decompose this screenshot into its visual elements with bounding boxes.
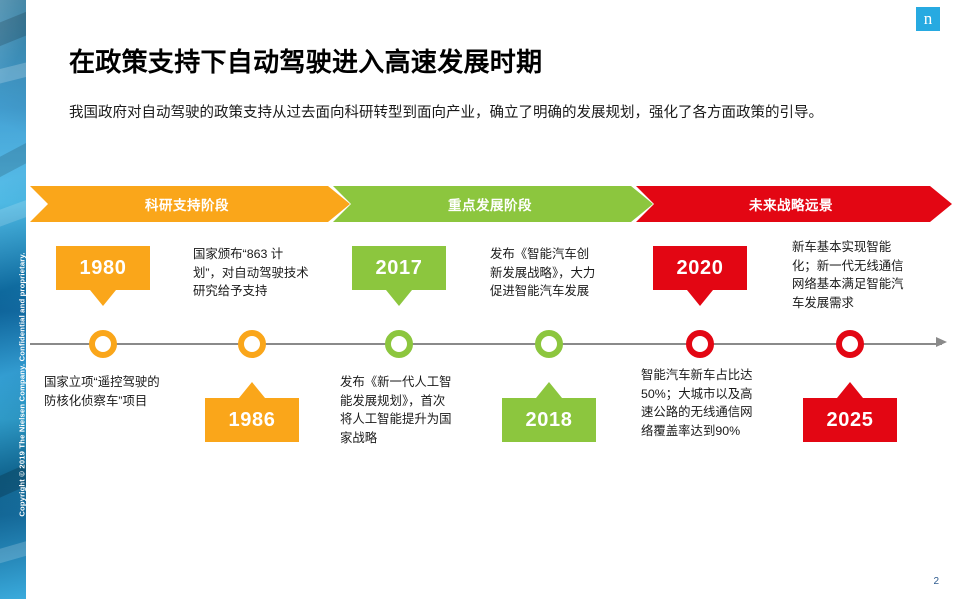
timeline-note-1980: 国家立项“遥控驾驶的防核化侦察车”项目 <box>44 375 160 408</box>
timeline-node-2017[interactable] <box>385 330 413 358</box>
year-callout-1986[interactable]: 1986 <box>205 382 299 442</box>
phase-banner-2[interactable]: 重点发展阶段 <box>333 186 653 222</box>
callout-tail <box>536 382 562 398</box>
phase-banner-label: 未来战略远景 <box>749 198 833 213</box>
sidebar-shard <box>0 139 26 179</box>
year-label: 2020 <box>676 256 724 279</box>
timeline-note-2018: 发布《智能汽车创新发展战略》，大力促进智能汽车发展 <box>490 247 596 298</box>
timeline-node-2018[interactable] <box>535 330 563 358</box>
callout-tail <box>239 382 265 398</box>
callout-tail <box>90 290 116 306</box>
callout-tail <box>837 382 863 398</box>
timeline-node-2025[interactable] <box>836 330 864 358</box>
phase-banner-label: 重点发展阶段 <box>448 198 532 213</box>
phase-banner-row: 科研支持阶段 重点发展阶段 未来战略远景 <box>0 186 959 222</box>
timeline-note-2020: 智能汽车新车占比达50%；大城市以及高速公路的无线通信网络覆盖率达到90% <box>641 368 753 438</box>
sidebar-shard <box>0 9 26 49</box>
year-label: 2018 <box>525 408 573 431</box>
timeline-arrow-icon <box>936 337 947 347</box>
year-callout-2025[interactable]: 2025 <box>803 382 897 442</box>
page-title: 在政策支持下自动驾驶进入高速发展时期 <box>69 47 543 77</box>
year-callout-1980[interactable]: 1980 <box>56 246 150 306</box>
timeline-node-2020[interactable] <box>686 330 714 358</box>
page-subtitle: 我国政府对自动驾驶的政策支持从过去面向科研转型到面向产业，确立了明确的发展规划，… <box>69 105 823 121</box>
page-number: 2 <box>933 576 939 587</box>
year-label: 2025 <box>826 408 874 431</box>
sidebar-shard <box>0 59 26 87</box>
timeline-note-1986: 国家颁布“863 计划”，对自动驾驶技术研究给予支持 <box>193 247 309 298</box>
phase-banner-3[interactable]: 未来战略远景 <box>636 186 952 222</box>
timeline-node-1986[interactable] <box>238 330 266 358</box>
timeline-note-2025: 新车基本实现智能化；新一代无线通信网络基本满足智能汽车发展需求 <box>792 240 904 310</box>
year-callout-2017[interactable]: 2017 <box>352 246 446 306</box>
timeline-axis <box>30 343 942 345</box>
timeline-note-2017: 发布《新一代人工智能发展规划》，首次将人工智能提升为国家战略 <box>340 375 452 445</box>
phase-banner-label: 科研支持阶段 <box>145 198 229 213</box>
decorative-sidebar <box>0 0 26 599</box>
year-callout-2018[interactable]: 2018 <box>502 382 596 442</box>
timeline-node-1980[interactable] <box>89 330 117 358</box>
year-label: 1986 <box>228 408 276 431</box>
year-label: 2017 <box>375 256 423 279</box>
callout-tail <box>687 290 713 306</box>
nielsen-logo: n <box>916 7 940 31</box>
copyright-notice: Copyright © 2019 The Nielsen Company. Co… <box>17 252 27 517</box>
year-callout-2020[interactable]: 2020 <box>653 246 747 306</box>
year-label: 1980 <box>79 256 127 279</box>
callout-tail <box>386 290 412 306</box>
phase-banner-1[interactable]: 科研支持阶段 <box>30 186 350 222</box>
sidebar-shard <box>0 538 26 566</box>
